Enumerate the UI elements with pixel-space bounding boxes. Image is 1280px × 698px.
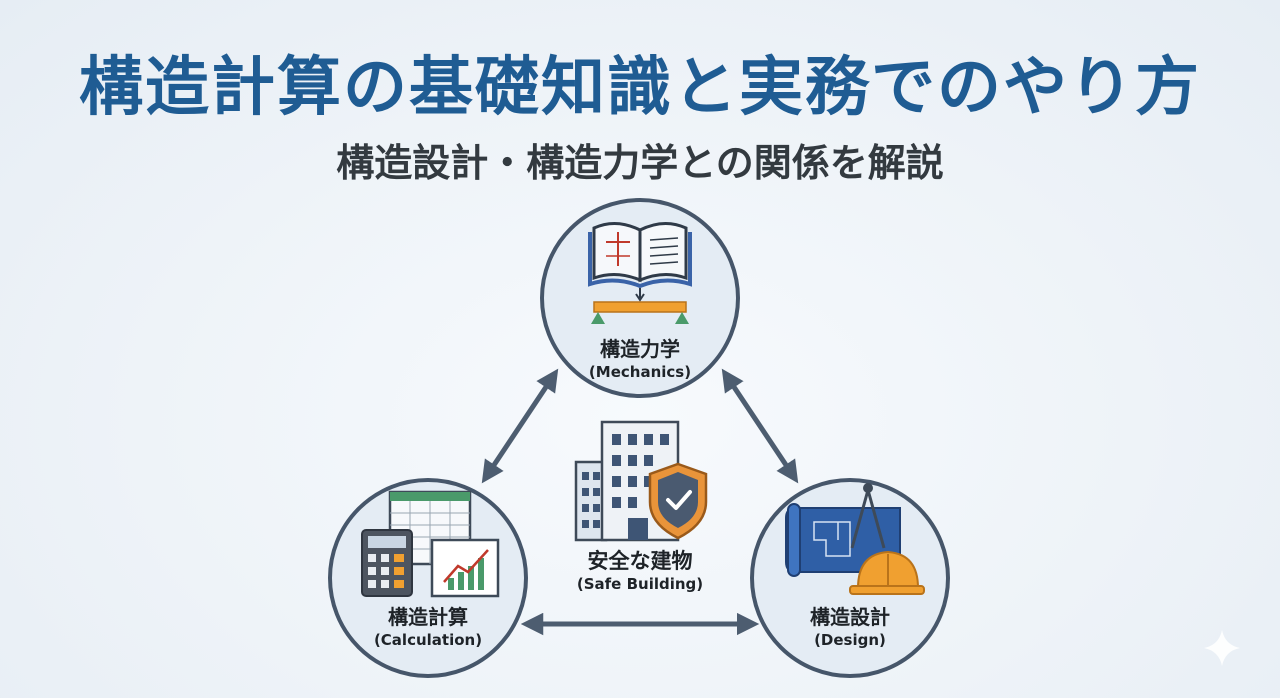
page-subtitle: 構造設計・構造力学との関係を解説 [336,141,944,185]
mechanics-label-en: (Mechanics) [588,363,692,381]
arrow-mechanics-design [721,368,799,484]
design-label-jp: 構造設計 [810,605,890,629]
center-label-jp: 安全な建物 [587,549,693,573]
calculator-spreadsheet-chart-icon [361,490,500,598]
sparkle-icon [1204,630,1240,666]
page-title: 構造計算の基礎知識と実務でのやり方 [79,51,1201,125]
calculation-label: 構造計算 (Calculation) [348,604,508,650]
arrow-mechanics-calculation [481,368,559,484]
design-label-en: (Design) [814,631,886,649]
building-shield-icon [574,420,708,542]
mechanics-label-jp: 構造力学 [600,337,680,361]
center-label-en: (Safe Building) [576,575,704,593]
center-label: 安全な建物 (Safe Building) [550,548,730,594]
blueprint-compass-hardhat-icon [785,483,925,595]
design-label: 構造設計 (Design) [770,604,930,650]
calculation-label-jp: 構造計算 [388,605,468,629]
mechanics-label: 構造力学 (Mechanics) [560,336,720,382]
calculation-label-en: (Calculation) [373,631,483,649]
open-book-beam-icon [588,222,692,324]
